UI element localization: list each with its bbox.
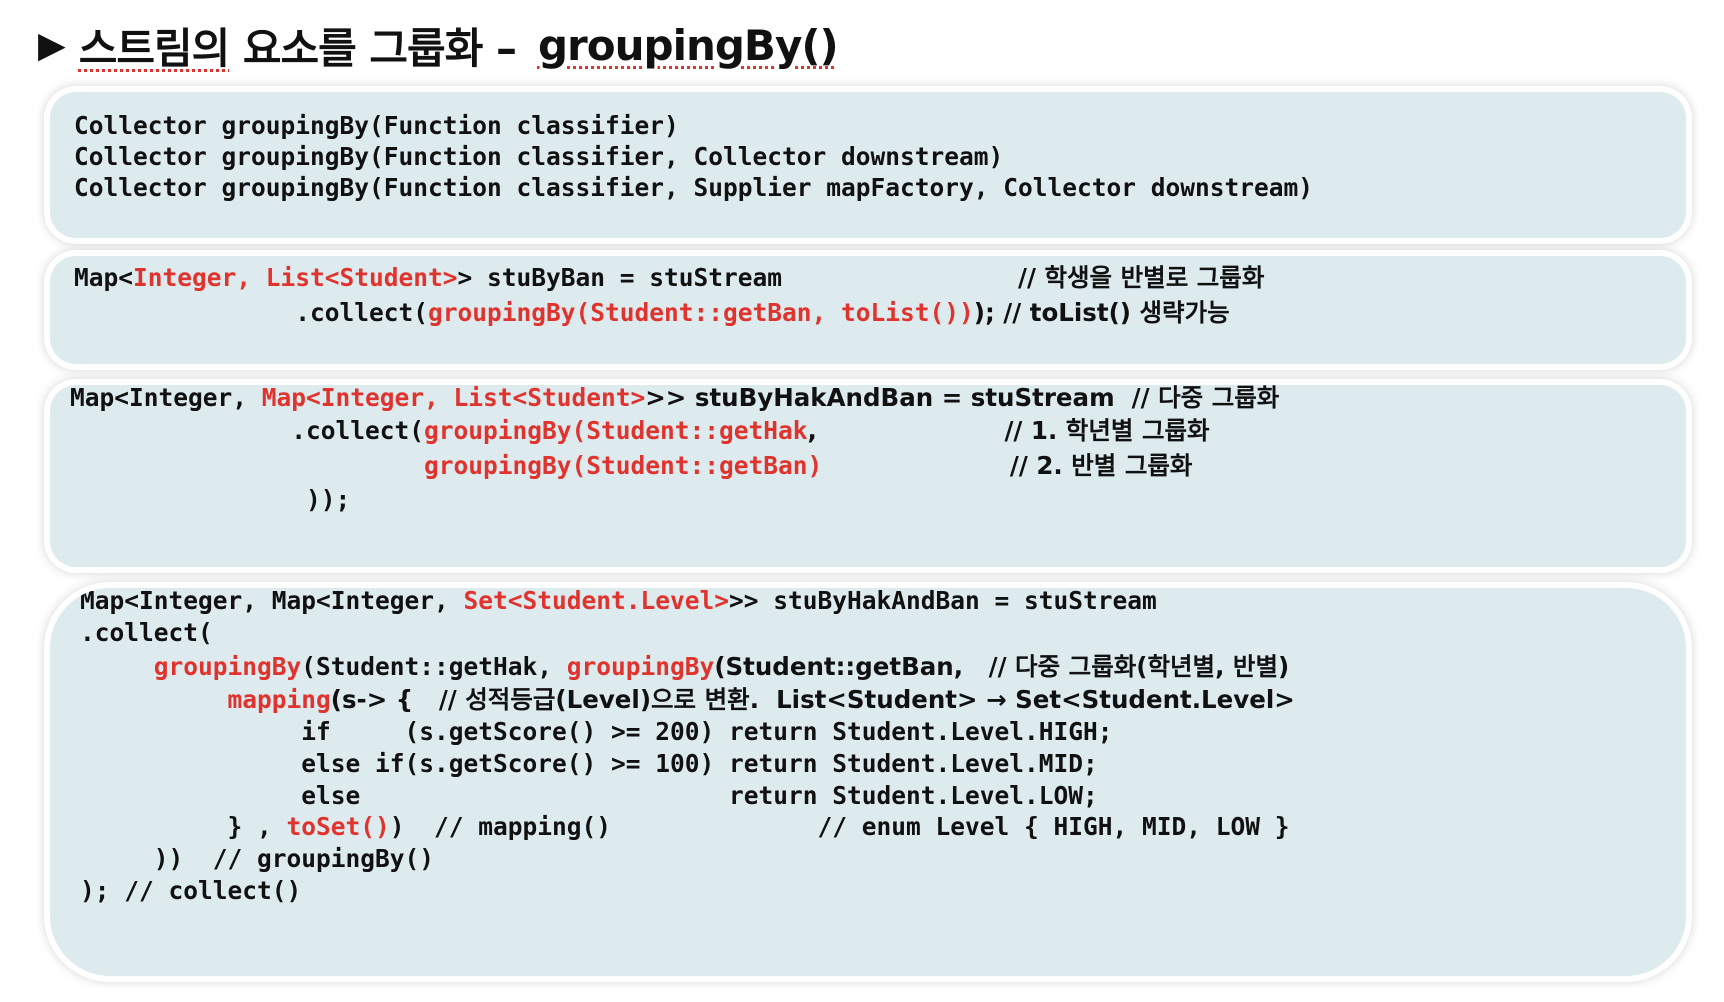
code-line: ); // collect() (80, 876, 302, 905)
triangle-bullet-icon: ▶ (38, 24, 66, 66)
multi-grouping-box: Map<Integer, Map<Integer, List<Student>>… (50, 385, 1686, 567)
signatures-box: Collector groupingBy(Function classifier… (50, 92, 1686, 238)
code-line: else return Student.Level.LOW; (80, 781, 1098, 810)
code-line: )) // groupingBy() (80, 844, 435, 873)
title-text: 요소를 그룹화 – (242, 23, 517, 73)
code-line: Map<Integer, Map<Integer, List<Student>>… (70, 385, 1280, 412)
code-line: groupingBy(Student::getBan) // 2. 반별 그룹화 (424, 451, 1193, 480)
code-line: .collect(groupingBy(Student::getHak, // … (70, 416, 1210, 445)
title-method: groupingBy() (537, 20, 839, 70)
code-line: if (s.getScore() >= 200) return Student.… (80, 717, 1113, 746)
code-line: mapping(s-> { // 성적등급(Level)으로 변환. List<… (227, 685, 1295, 714)
code-line: .collect(groupingBy(Student::getBan, toL… (74, 298, 1230, 327)
code-line: Map<Integer, Map<Integer, Set<Student.Le… (80, 588, 1157, 615)
code-line: } , toSet()) // mapping() // enum Level … (80, 812, 1290, 841)
group-by-ban-box: Map<Integer, List<Student>> stuByBan = s… (50, 256, 1686, 364)
mapping-example-box: Map<Integer, Map<Integer, Set<Student.Le… (50, 588, 1686, 976)
code-line: Map<Integer, List<Student>> stuByBan = s… (74, 263, 1265, 292)
signature-line-3: Collector groupingBy(Function classifier… (74, 173, 1314, 202)
code-line: else if(s.getScore() >= 100) return Stud… (80, 749, 1098, 778)
code-line: )); (70, 485, 351, 514)
code-line: groupingBy(Student::getHak, groupingBy(S… (153, 652, 1290, 681)
signature-line-2: Collector groupingBy(Function classifier… (74, 142, 1004, 171)
title-word-stream: 스트림의 (78, 23, 231, 73)
code-line: .collect( (80, 618, 213, 647)
slide-title: ▶ 스트림의 요소를 그룹화 – groupingBy() (38, 14, 839, 76)
signature-line-1: Collector groupingBy(Function classifier… (74, 111, 679, 140)
